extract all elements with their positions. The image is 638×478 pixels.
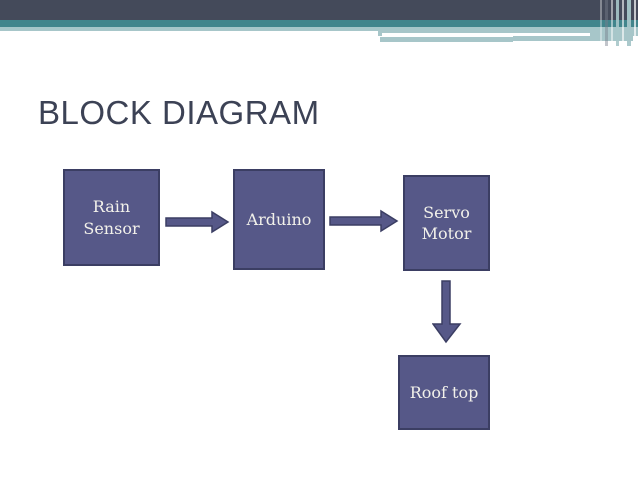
block-servo-motor: Servo Motor <box>403 175 490 271</box>
stripe <box>600 0 602 46</box>
block-label-rain-sensor: Rain Sensor <box>83 197 140 238</box>
header-teal-band-left <box>380 37 513 42</box>
arrow-right-icon <box>165 210 230 234</box>
header-teal-band-right <box>513 36 633 41</box>
stripe <box>611 0 613 46</box>
stripe <box>616 0 619 46</box>
block-rain-sensor: Rain Sensor <box>63 169 160 266</box>
header-right-teal-block <box>378 27 638 36</box>
header-teal-bar <box>0 20 638 27</box>
page-title: BLOCK DIAGRAM <box>38 94 320 131</box>
arrow-right-icon <box>329 209 399 233</box>
stripe <box>627 0 631 46</box>
header-light-teal-bar <box>0 27 638 31</box>
stripe <box>605 0 608 46</box>
block-label-arduino: Arduino <box>246 209 312 229</box>
header-white-line <box>382 33 590 36</box>
stripe <box>634 0 636 46</box>
block-arduino: Arduino <box>233 169 325 270</box>
block-roof-top: Roof top <box>398 355 490 430</box>
block-label-servo-motor: Servo Motor <box>421 202 472 243</box>
stripe <box>622 0 624 46</box>
header-dark-bar <box>0 0 638 20</box>
header-vertical-stripes <box>598 0 638 46</box>
arrow-down-icon <box>432 280 462 344</box>
block-label-roof-top: Roof top <box>409 382 479 402</box>
